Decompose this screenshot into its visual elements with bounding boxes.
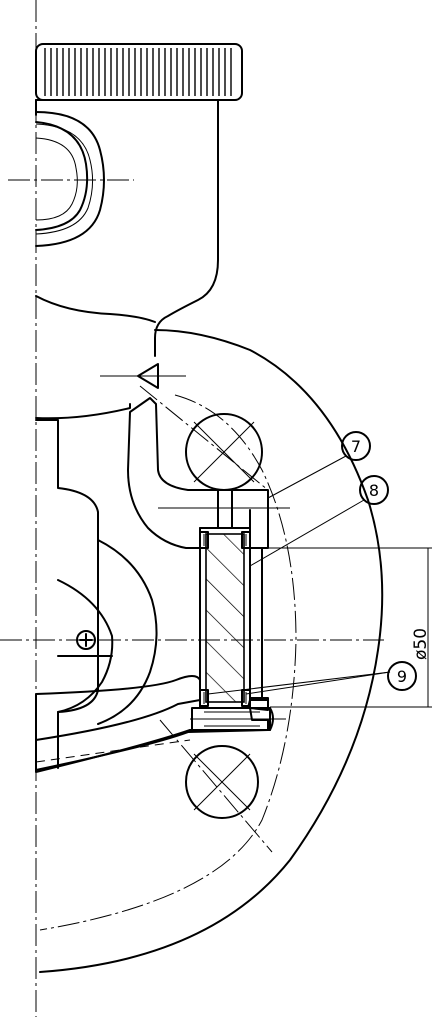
balloon-9-label: 9 xyxy=(397,667,407,686)
diameter-dimension: ø50 xyxy=(262,547,432,708)
pitch-circle xyxy=(39,394,297,931)
upper-section-housing xyxy=(127,397,269,549)
upper-body xyxy=(35,99,219,420)
knurled-knob xyxy=(35,43,243,101)
index-pointer xyxy=(100,363,186,389)
leader-lines xyxy=(207,455,391,695)
ball-lower xyxy=(185,745,259,819)
balloon-8: 8 xyxy=(359,475,389,505)
balloon-7: 7 xyxy=(341,431,371,461)
balloon-7-label: 7 xyxy=(351,437,361,456)
diameter-label: ø50 xyxy=(411,628,431,660)
locking-pin xyxy=(190,707,286,731)
radial-centerline-bottom xyxy=(159,719,273,853)
balloon-8-label: 8 xyxy=(369,481,379,500)
cross-screw-icon xyxy=(76,630,96,650)
balloon-9: 9 xyxy=(387,661,417,691)
radial-centerline-top xyxy=(139,385,269,491)
shaft-bushing xyxy=(199,489,263,709)
o-rings xyxy=(199,531,251,707)
inner-body-left xyxy=(35,419,158,769)
outer-disc-arc xyxy=(39,329,384,973)
ball-upper xyxy=(185,413,263,491)
